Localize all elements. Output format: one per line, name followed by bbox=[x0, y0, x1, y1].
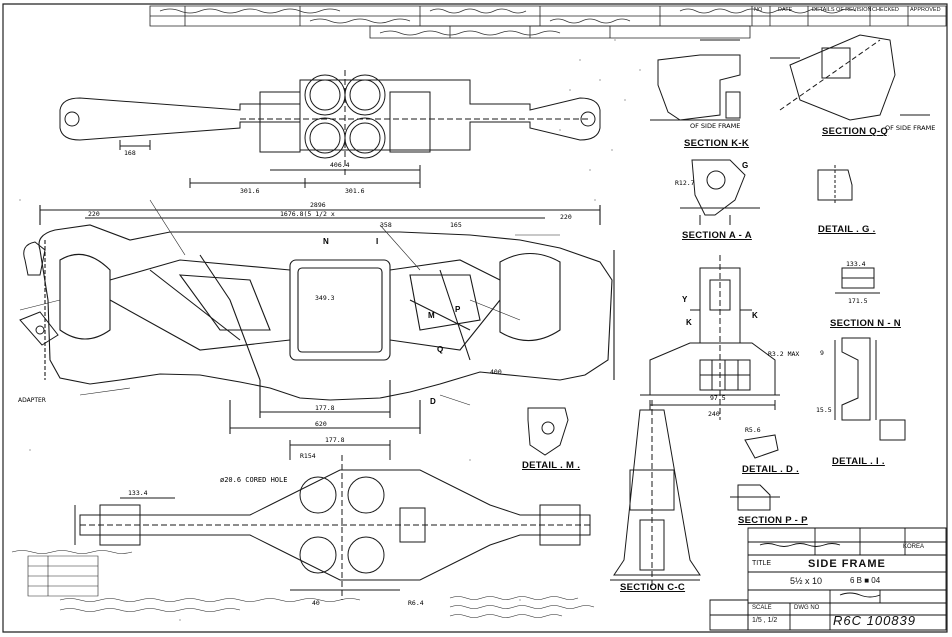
side-elevation-view bbox=[39, 205, 614, 434]
revision-checked-header: CHECKED bbox=[872, 7, 899, 13]
of-side-frame-label: OF SIDE FRAME bbox=[690, 122, 740, 130]
section-k-k-title: SECTION K-K bbox=[684, 138, 750, 149]
section-p-p-drawing bbox=[730, 485, 780, 510]
scan-noise bbox=[19, 39, 641, 621]
section-q-q-drawing bbox=[770, 35, 930, 120]
side-elevation-leaders bbox=[20, 200, 560, 405]
title-block-country: KOREA bbox=[903, 544, 925, 550]
detail-g-drawing bbox=[818, 165, 852, 205]
dim-400: 400 bbox=[490, 368, 502, 376]
detail-d-drawing bbox=[745, 435, 778, 458]
letter-p: P bbox=[455, 305, 461, 314]
dim-133: 133.4 bbox=[128, 489, 148, 497]
left-detail-sketches bbox=[20, 242, 58, 345]
dim-240: 240 bbox=[708, 410, 720, 418]
letter-q: Q bbox=[437, 345, 443, 354]
revision-approved-header: APPROVED bbox=[910, 7, 941, 13]
dim-155: 15.5 bbox=[816, 406, 832, 414]
dim-406: 406.4 bbox=[330, 161, 350, 169]
dim-358: 358 bbox=[380, 221, 392, 229]
detail-m-drawing bbox=[528, 408, 568, 455]
dim-133-n: 133.4 bbox=[846, 260, 866, 268]
dim-r32: R3.2 MAX bbox=[768, 350, 799, 358]
section-g-drawing bbox=[680, 160, 760, 225]
of-side-frame-label-2: OF SIDE FRAME bbox=[885, 124, 935, 132]
letter-k-left: K bbox=[686, 318, 692, 327]
dim-220-right: 220 bbox=[560, 213, 572, 221]
dim-165: 165 bbox=[450, 221, 462, 229]
title-block-dwg-no: R6C 100839 bbox=[833, 613, 916, 628]
section-a-a-title: SECTION A - A bbox=[682, 230, 752, 241]
detail-i-drawing bbox=[880, 420, 905, 440]
section-n-n-drawing bbox=[835, 338, 876, 420]
cored-hole-note: ø20.6 CORED HOLE bbox=[220, 476, 287, 484]
revision-block bbox=[150, 6, 946, 38]
title-block-sub1: 5½ x 10 bbox=[790, 576, 823, 586]
section-n-n-top-drawing bbox=[835, 268, 880, 293]
letter-y: Y bbox=[682, 295, 688, 304]
letter-i: I bbox=[376, 237, 378, 246]
dim-2896: 2896 bbox=[310, 201, 326, 209]
dim-1676: 1676.8(5 1/2 x bbox=[280, 210, 335, 218]
title-block-sub2: 6 B ■ 04 bbox=[850, 576, 881, 585]
section-a-a-drawing bbox=[640, 255, 780, 420]
bottom-plan-view bbox=[75, 440, 590, 600]
section-c-c-drawing bbox=[610, 400, 700, 590]
sheet-border bbox=[3, 4, 947, 632]
detail-g-title: DETAIL . G . bbox=[818, 224, 876, 235]
dim-r56: R5.6 bbox=[745, 426, 761, 434]
revision-date-header: DATE bbox=[778, 7, 793, 13]
dim-220-left: 220 bbox=[88, 210, 100, 218]
section-n-n-title: SECTION N - N bbox=[830, 318, 901, 329]
notes-table bbox=[12, 551, 594, 618]
adapter-note: ADAPTER bbox=[18, 397, 46, 404]
title-block-dwg-no-label: DWG NO bbox=[794, 605, 820, 611]
title-block-title: SIDE FRAME bbox=[808, 558, 886, 570]
letter-g: G bbox=[742, 161, 748, 170]
dim-177-bottom: 177.8 bbox=[325, 436, 345, 444]
detail-i-title: DETAIL . I . bbox=[832, 456, 885, 467]
revision-details-header: DETAILS OF REVISION bbox=[812, 7, 872, 13]
section-c-c-title: SECTION C-C bbox=[620, 582, 686, 593]
title-block-scale-label: SCALE bbox=[752, 605, 772, 611]
dim-r64: R6.4 bbox=[408, 599, 424, 607]
letter-k-right: K bbox=[752, 311, 758, 320]
dim-r127: R12.7 bbox=[675, 179, 695, 187]
section-k-k-drawing bbox=[650, 40, 740, 120]
revision-handwriting bbox=[160, 9, 856, 35]
dim-40: 40 bbox=[312, 599, 320, 607]
dim-177: 177.8 bbox=[315, 404, 335, 412]
detail-d-title: DETAIL . D . bbox=[742, 464, 800, 475]
dim-620: 620 bbox=[315, 420, 327, 428]
dim-168: 168 bbox=[124, 149, 136, 157]
top-plan-view bbox=[60, 70, 600, 188]
dim-r154: R154 bbox=[300, 452, 316, 460]
revision-no-header: NO bbox=[754, 7, 763, 13]
title-block bbox=[710, 528, 946, 630]
title-block-title-label: TITLE bbox=[752, 560, 772, 567]
dim-171: 171.5 bbox=[848, 297, 868, 305]
dim-301-left: 301.6 bbox=[240, 187, 260, 195]
detail-m-title: DETAIL . M . bbox=[522, 460, 581, 471]
dim-9: 9 bbox=[820, 349, 824, 357]
letter-d: D bbox=[430, 397, 436, 406]
letter-m: M bbox=[428, 311, 435, 320]
dim-349: 349.3 bbox=[315, 294, 335, 302]
section-p-p-title: SECTION P - P bbox=[738, 515, 808, 526]
title-block-scale: 1/5 , 1/2 bbox=[752, 617, 778, 624]
dim-301-right: 301.6 bbox=[345, 187, 365, 195]
dim-97: 97.5 bbox=[710, 394, 726, 402]
letter-n: N bbox=[323, 237, 329, 246]
section-q-q-title: SECTION Q-Q bbox=[822, 126, 889, 137]
